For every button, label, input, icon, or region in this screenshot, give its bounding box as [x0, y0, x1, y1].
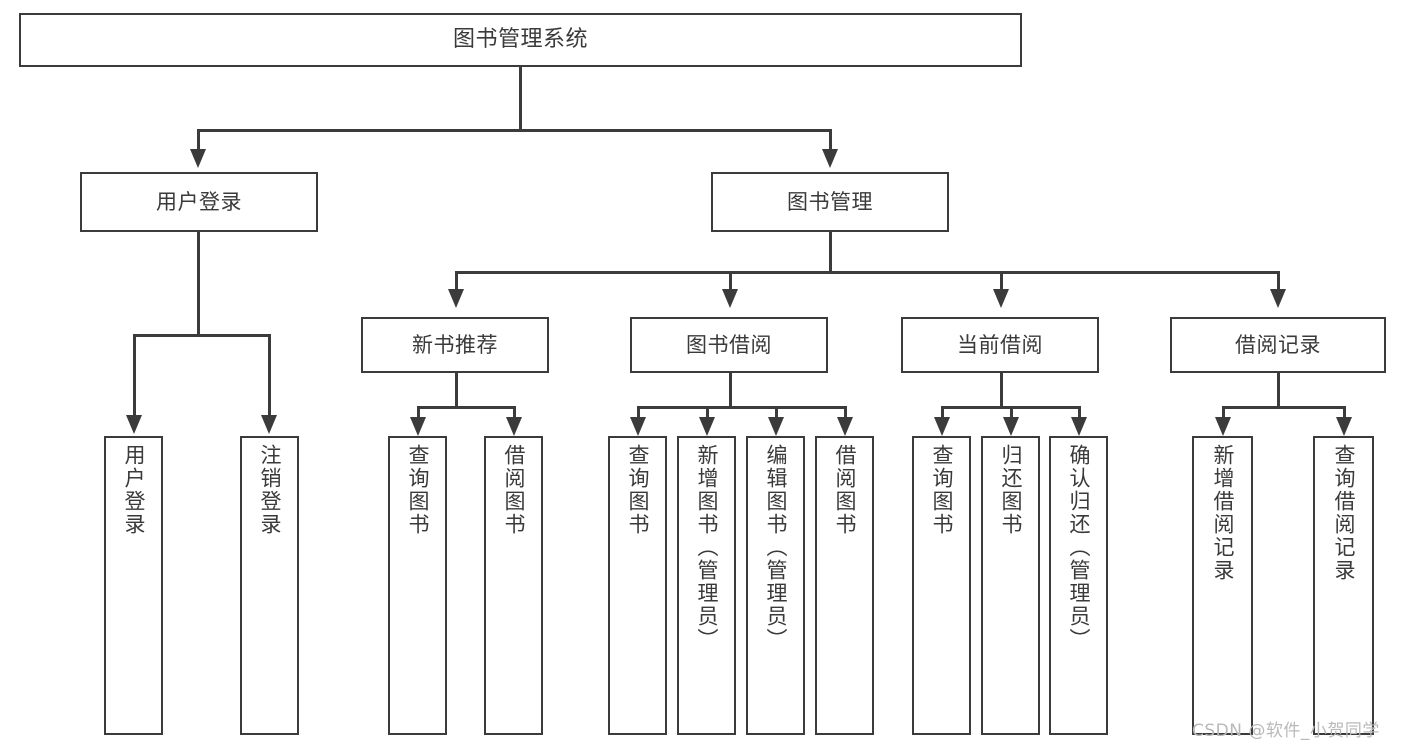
connector-root-stem	[519, 67, 522, 131]
arrow-to-leaf-confirm-return	[1071, 417, 1087, 436]
node-label: 借阅图书	[833, 444, 857, 536]
connector-new-book-bus	[417, 406, 513, 409]
arrow-root-to-book-management	[822, 149, 838, 168]
node-label: 查询图书	[930, 444, 954, 536]
connector-current-borrow-branch-3	[1078, 406, 1081, 419]
connector-user-login-stem	[197, 232, 200, 336]
arrow-to-book-borrow	[722, 289, 738, 308]
connector-bm-branch-current-borrow	[1000, 271, 1003, 291]
arrow-to-current-borrow	[993, 289, 1009, 308]
node-root-book-management-system[interactable]: 图书管理系统	[19, 13, 1022, 67]
node-new-book-recommend[interactable]: 新书推荐	[361, 317, 549, 373]
connector-borrow-record-branch-1	[1222, 406, 1225, 419]
connector-borrow-record-branch-2	[1343, 406, 1346, 419]
node-leaf-add-book[interactable]: 新增图书（管理员）	[677, 436, 736, 735]
arrow-root-to-user-login	[190, 149, 206, 168]
connector-current-borrow-branch-2	[1010, 406, 1013, 419]
arrow-to-leaf-query-book-1	[410, 417, 426, 436]
connector-user-login-branch-2	[268, 334, 271, 417]
connector-book-borrow-bus	[637, 406, 845, 409]
arrow-to-leaf-query-book-2	[630, 417, 646, 436]
node-label: 新书推荐	[412, 332, 498, 357]
arrow-to-borrow-record	[1270, 289, 1286, 308]
connector-user-login-bus	[133, 334, 270, 337]
connector-book-borrow-branch-1	[637, 406, 640, 419]
arrow-to-leaf-add-record	[1215, 417, 1231, 436]
watermark-text: CSDN @软件_小贺同学	[1192, 721, 1380, 741]
node-label: 借阅记录	[1235, 332, 1321, 357]
arrow-to-leaf-borrow-book-1	[506, 417, 522, 436]
arrow-to-leaf-return-book	[1003, 417, 1019, 436]
arrow-to-leaf-query-book-3	[934, 417, 950, 436]
connector-new-book-stem	[455, 373, 458, 408]
node-book-borrow[interactable]: 图书借阅	[630, 317, 828, 373]
node-label: 归还图书	[999, 444, 1023, 536]
connector-book-borrow-branch-3	[775, 406, 778, 419]
node-leaf-borrow-book-1[interactable]: 借阅图书	[484, 436, 543, 735]
node-leaf-edit-book[interactable]: 编辑图书（管理员）	[746, 436, 805, 735]
node-borrow-record[interactable]: 借阅记录	[1170, 317, 1386, 373]
node-label: 查询图书	[626, 444, 650, 536]
connector-root-to-user-login	[197, 129, 200, 151]
node-label: 查询借阅记录	[1332, 444, 1356, 582]
node-label: 新增图书（管理员）	[695, 444, 719, 651]
connector-bm-branch-book-borrow	[729, 271, 732, 291]
arrow-to-leaf-borrow-book-2	[837, 417, 853, 436]
node-label: 确认归还（管理员）	[1067, 444, 1091, 651]
connector-book-management-bus	[455, 271, 1278, 274]
node-label: 用户登录	[122, 444, 146, 536]
connector-current-borrow-stem	[1000, 373, 1003, 408]
node-label: 当前借阅	[957, 332, 1043, 357]
node-leaf-borrow-book-2[interactable]: 借阅图书	[815, 436, 874, 735]
node-label: 编辑图书（管理员）	[764, 444, 788, 651]
node-label: 注销登录	[258, 444, 282, 536]
connector-bm-branch-borrow-record	[1277, 271, 1280, 291]
node-leaf-query-book-3[interactable]: 查询图书	[912, 436, 971, 735]
node-label: 借阅图书	[502, 444, 526, 536]
connector-book-management-stem	[829, 232, 832, 274]
node-label: 图书借阅	[686, 332, 772, 357]
node-book-management[interactable]: 图书管理	[711, 172, 949, 232]
connector-root-to-book-management	[829, 129, 832, 151]
node-label: 图书管理	[787, 189, 873, 214]
node-leaf-query-book-2[interactable]: 查询图书	[608, 436, 667, 735]
node-label: 用户登录	[156, 189, 242, 214]
node-current-borrow[interactable]: 当前借阅	[901, 317, 1099, 373]
connector-book-borrow-branch-4	[844, 406, 847, 419]
connector-new-book-branch-1	[417, 406, 420, 419]
connector-user-login-branch-1	[133, 334, 136, 417]
connector-root-bus	[197, 129, 831, 132]
connector-current-borrow-branch-1	[941, 406, 944, 419]
node-leaf-logout-login[interactable]: 注销登录	[240, 436, 299, 735]
node-leaf-add-record[interactable]: 新增借阅记录	[1192, 436, 1253, 735]
connector-new-book-branch-2	[513, 406, 516, 419]
node-label: 图书管理系统	[452, 27, 588, 53]
node-leaf-user-login[interactable]: 用户登录	[104, 436, 163, 735]
node-leaf-return-book[interactable]: 归还图书	[981, 436, 1040, 735]
node-leaf-confirm-return[interactable]: 确认归还（管理员）	[1049, 436, 1108, 735]
arrow-to-new-book-recommend	[448, 289, 464, 308]
arrow-to-leaf-edit-book	[768, 417, 784, 436]
arrow-to-leaf-logout-login	[261, 415, 277, 434]
connector-book-borrow-branch-2	[706, 406, 709, 419]
connector-book-borrow-stem	[729, 373, 732, 408]
connector-bm-branch-new-book	[455, 271, 458, 291]
node-leaf-query-book-1[interactable]: 查询图书	[388, 436, 447, 735]
node-label: 查询图书	[406, 444, 430, 536]
node-user-login[interactable]: 用户登录	[80, 172, 318, 232]
arrow-to-leaf-user-login	[126, 415, 142, 434]
node-label: 新增借阅记录	[1211, 444, 1235, 582]
arrow-to-leaf-add-book	[699, 417, 715, 436]
connector-borrow-record-bus	[1222, 406, 1344, 409]
arrow-to-leaf-query-record	[1336, 417, 1352, 436]
connector-borrow-record-stem	[1277, 373, 1280, 408]
node-leaf-query-record[interactable]: 查询借阅记录	[1313, 436, 1374, 735]
